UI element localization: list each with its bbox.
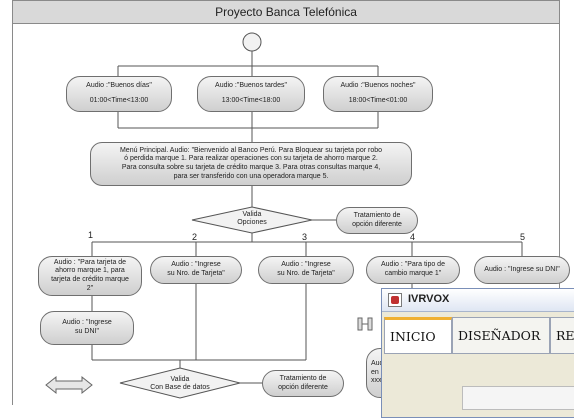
option-text: Audio : "Ingrese su DNI" xyxy=(484,265,560,273)
option-text: su Nro. de Tarjeta" xyxy=(277,270,335,277)
menu-line: Menú Principal. Audio: "Bienvenido al Ba… xyxy=(119,146,383,154)
decision-label: Valida xyxy=(170,376,190,383)
option-number-2: 2 xyxy=(192,232,198,242)
option-text: Audio : "Ingrese xyxy=(281,261,331,269)
dni-text: su DNI" xyxy=(75,328,99,335)
error-label: Tratamiento de xyxy=(279,374,327,382)
window-body xyxy=(384,354,574,417)
error-label: opción diferente xyxy=(352,220,402,228)
greeting-evening-time: 18:00<Time<01:00 xyxy=(348,97,408,104)
app-icon xyxy=(388,293,402,307)
option-text: ahorro marque 1, para xyxy=(55,267,125,275)
error-label: opción diferente xyxy=(278,383,328,391)
tab-inicio[interactable]: INICIO xyxy=(384,317,452,353)
partial-text: Aud xyxy=(371,359,384,367)
option-number-5: 5 xyxy=(520,232,526,242)
greeting-evening-audio: Audio :"Buenos noches" xyxy=(340,82,416,90)
decision-label: Valida xyxy=(242,211,262,218)
option-4-node: Audio : "Para tipo de cambio marque 1" xyxy=(366,256,460,284)
option-text: Audio : "Ingrese xyxy=(171,261,221,269)
option-text: tarjeta de crédito marque xyxy=(51,276,129,283)
greeting-afternoon-node: Audio :"Buenos tardes" 13:00<Time<18:00 xyxy=(197,76,305,112)
tab-disenador[interactable]: DISEÑADOR xyxy=(452,317,550,353)
greeting-evening-node: Audio :"Buenos noches" 18:00<Time<01:00 xyxy=(323,76,433,112)
option-2-node: Audio : "Ingrese su Nro. de Tarjeta" xyxy=(150,256,242,284)
menu-line: para ser transferido con una operadora m… xyxy=(173,172,329,180)
option-text: Audio : "Para tarjeta de xyxy=(53,258,127,266)
ingrese-dni-node: Audio : "Ingrese su DNI" xyxy=(40,311,134,345)
partial-text: en xyxy=(371,368,379,376)
decision-validate-options: Valida Opciones xyxy=(222,211,282,228)
menu-line: ó perdida marque 1. Para realizar operac… xyxy=(124,155,378,163)
option-text: su Nro. de Tarjeta" xyxy=(167,270,225,277)
connector-arrow-icon xyxy=(45,375,93,395)
option-number-1: 1 xyxy=(88,230,94,240)
greeting-morning-audio: Audio :"Buenos días" xyxy=(86,82,152,90)
dni-text: Audio : "Ingrese xyxy=(62,319,112,327)
menu-line: Para consulta sobre su tarjeta de crédit… xyxy=(121,164,381,171)
window-title: IVRVOX xyxy=(408,293,450,305)
diagram-frame xyxy=(12,22,560,405)
option-text: 2" xyxy=(86,284,94,292)
decision-label: Con Base de datos xyxy=(150,384,210,392)
tab-reports[interactable]: REI xyxy=(550,317,574,353)
option-number-3: 3 xyxy=(302,232,308,242)
main-menu-node: Menú Principal. Audio: "Bienvenido al Ba… xyxy=(90,142,412,186)
greeting-afternoon-audio: Audio :"Buenos tardes" xyxy=(215,82,287,90)
option-text: Audio : "Para tipo de xyxy=(381,261,445,269)
greeting-afternoon-time: 13:00<Time<18:00 xyxy=(221,97,281,104)
connector-lines xyxy=(91,32,523,399)
option-3-node: Audio : "Ingrese su Nro. de Tarjeta" xyxy=(258,256,354,284)
greeting-morning-time: 01:00<Time<13:00 xyxy=(89,97,149,104)
flowchart-document: Proyecto Banca Telefónica xyxy=(12,0,570,405)
connector-joint-icon xyxy=(357,317,373,331)
error-label: Tratamiento de xyxy=(353,211,401,219)
option-1-node: Audio : "Para tarjeta de ahorro marque 1… xyxy=(38,256,142,296)
decision-validate-db: Valida Con Base de datos xyxy=(140,376,220,393)
partial-text: xxx xyxy=(371,377,382,385)
option-5-node: Audio : "Ingrese su DNI" xyxy=(474,256,570,284)
tab-bar: INICIO DISEÑADOR REI xyxy=(384,317,574,354)
diagram-title: Proyecto Banca Telefónica xyxy=(12,0,560,24)
content-panel xyxy=(462,386,574,410)
window-titlebar[interactable]: IVRVOX xyxy=(382,289,574,312)
greeting-morning-node: Audio :"Buenos días" 01:00<Time<13:00 xyxy=(66,76,172,112)
decision-label: Opciones xyxy=(237,219,267,227)
error-handling-db-node: Tratamiento de opción diferente xyxy=(262,370,344,397)
error-handling-node: Tratamiento de opción diferente xyxy=(336,207,418,234)
option-text: cambio marque 1" xyxy=(384,270,442,277)
option-number-4: 4 xyxy=(410,232,416,242)
ivrvox-window: IVRVOX INICIO DISEÑADOR REI xyxy=(381,288,574,418)
